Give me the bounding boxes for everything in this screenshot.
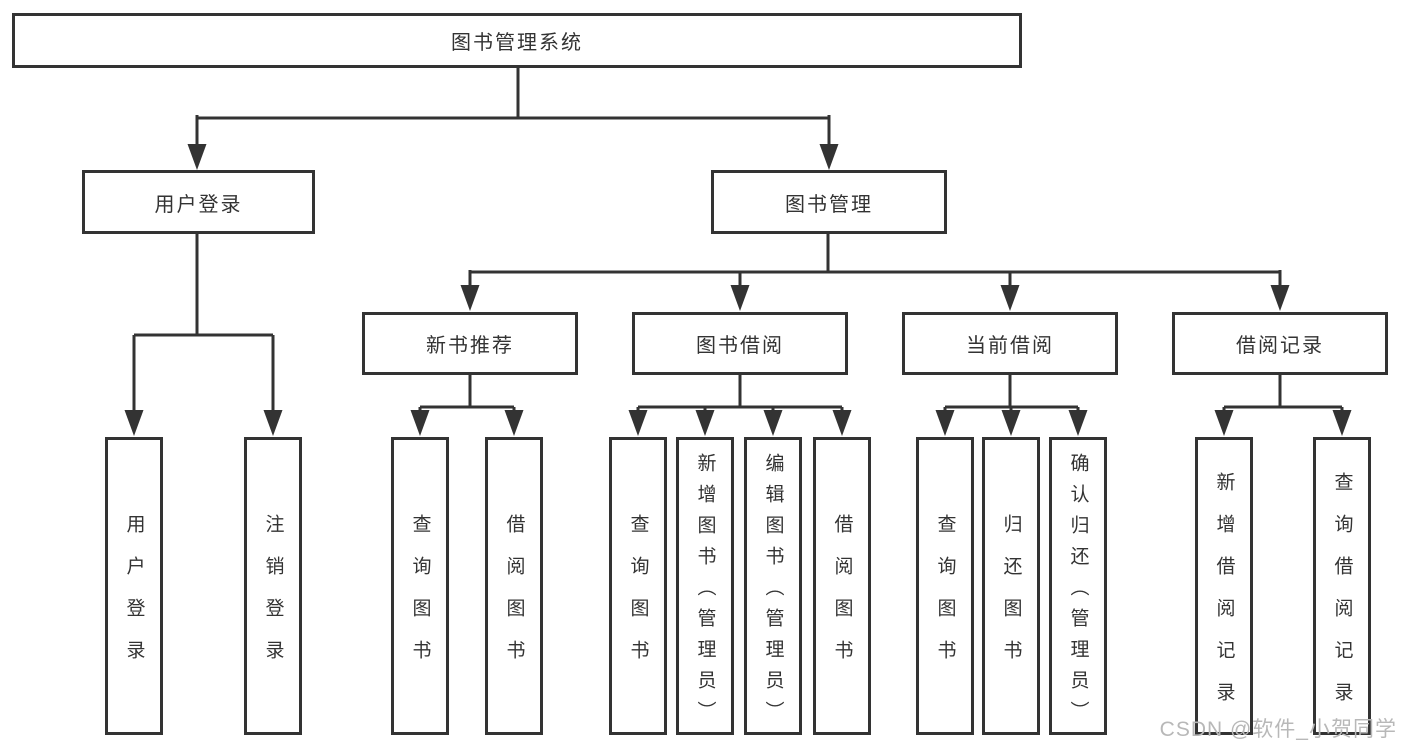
arrowheads [124, 144, 1352, 436]
arrowhead-icon [1068, 410, 1088, 436]
arrowhead-icon [819, 144, 839, 170]
leaf-query-borrow-record: 查询借阅记录 [1313, 437, 1371, 735]
arrowhead-icon [730, 285, 750, 311]
arrowhead-icon [628, 410, 648, 436]
arrowhead-icon [460, 285, 480, 311]
leaf-edit-book-admin: 编辑图书（管理员） [744, 437, 802, 735]
arrowhead-icon [410, 410, 430, 436]
watermark: CSDN @软件_小贺同学 [1159, 718, 1397, 741]
node-book-borrow: 图书借阅 [632, 312, 848, 375]
leaf-user-login-label: 用户登录 [123, 513, 145, 682]
arrowhead-icon [1332, 410, 1352, 436]
leaf-user-login: 用户登录 [105, 437, 163, 735]
leaf-confirm-return-admin-label: 确认归还（管理员） [1067, 452, 1089, 732]
node-new-book-recommend: 新书推荐 [362, 312, 578, 375]
leaf-logout: 注销登录 [244, 437, 302, 735]
arrowhead-icon [1214, 410, 1234, 436]
leaf-add-book-admin: 新增图书（管理员） [676, 437, 734, 735]
leaf-borrow-books-1: 借阅图书 [485, 437, 543, 735]
node-root: 图书管理系统 [12, 13, 1022, 68]
leaf-return-book-label: 归还图书 [1000, 513, 1022, 682]
leaf-logout-label: 注销登录 [262, 513, 284, 682]
leaf-confirm-return-admin: 确认归还（管理员） [1049, 437, 1107, 735]
leaf-query-books-2-label: 查询图书 [627, 513, 649, 682]
leaf-query-books-1-label: 查询图书 [409, 513, 431, 682]
leaf-return-book: 归还图书 [982, 437, 1040, 735]
leaf-query-books-3: 查询图书 [916, 437, 974, 735]
leaf-add-borrow-record-label: 新增借阅记录 [1213, 471, 1235, 724]
leaf-borrow-books-2-label: 借阅图书 [831, 513, 853, 682]
arrowhead-icon [1270, 285, 1290, 311]
leaf-query-books-3-label: 查询图书 [934, 513, 956, 682]
node-borrow-records: 借阅记录 [1172, 312, 1388, 375]
arrowhead-icon [1001, 410, 1021, 436]
arrowhead-icon [263, 410, 283, 436]
leaf-borrow-books-1-label: 借阅图书 [503, 513, 525, 682]
node-current-borrow: 当前借阅 [902, 312, 1118, 375]
arrowhead-icon [187, 144, 207, 170]
leaf-add-borrow-record: 新增借阅记录 [1195, 437, 1253, 735]
leaf-add-book-admin-label: 新增图书（管理员） [694, 452, 716, 732]
arrowhead-icon [124, 410, 144, 436]
arrowhead-icon [763, 410, 783, 436]
arrowhead-icon [504, 410, 524, 436]
leaf-query-borrow-record-label: 查询借阅记录 [1331, 471, 1353, 724]
arrowhead-icon [832, 410, 852, 436]
leaf-borrow-books-2: 借阅图书 [813, 437, 871, 735]
leaf-query-books-2: 查询图书 [609, 437, 667, 735]
node-user-login: 用户登录 [82, 170, 315, 234]
leaf-edit-book-admin-label: 编辑图书（管理员） [762, 452, 784, 732]
arrowhead-icon [695, 410, 715, 436]
node-book-management: 图书管理 [711, 170, 947, 234]
arrowhead-icon [935, 410, 955, 436]
arrowhead-icon [1000, 285, 1020, 311]
leaf-query-books-1: 查询图书 [391, 437, 449, 735]
